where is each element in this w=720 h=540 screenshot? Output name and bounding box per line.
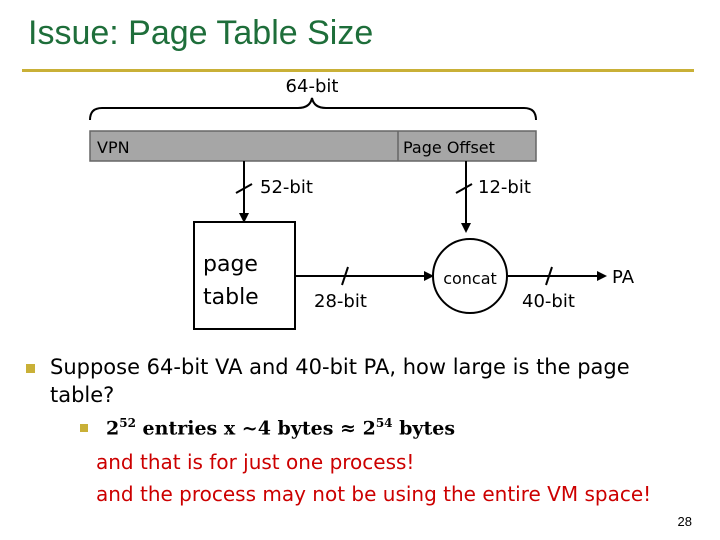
page-table-box: [193, 221, 296, 330]
offset-bus-tick: [455, 183, 473, 194]
page-table-label-line1: page: [203, 252, 258, 277]
vpn-label: VPN: [97, 138, 130, 157]
concat-circle: [432, 238, 508, 314]
page-number: 28: [677, 514, 692, 529]
pa-bus-tick: [545, 266, 553, 286]
note-one-process: and that is for just one process!: [96, 450, 415, 474]
page-table-label-line2: table: [203, 285, 259, 310]
curly-brace: [89, 97, 537, 121]
bullet-main: Suppose 64-bit VA and 40-bit PA, how lar…: [50, 355, 630, 407]
sub-end: bytes: [392, 417, 456, 440]
sub-exponent2: 54: [375, 416, 393, 430]
pa-label: PA: [612, 267, 635, 288]
page-offset-label: Page Offset: [403, 138, 495, 157]
va-register: [89, 130, 537, 162]
bullet-marker-main: [26, 364, 35, 373]
pa-bits-label: 40-bit: [522, 291, 575, 312]
ppn-bus-tick: [341, 266, 349, 286]
offset-bits-label: 12-bit: [478, 177, 531, 198]
sub-exponent1: 52: [119, 416, 136, 430]
sub-base1: 2: [106, 417, 120, 440]
total-width-label: 64-bit: [286, 76, 339, 97]
concat-label: concat: [443, 269, 497, 288]
ppn-bits-label: 28-bit: [314, 291, 367, 312]
slide-title: Issue: Page Table Size: [28, 14, 374, 52]
title-underline: [22, 69, 694, 72]
bullet-marker-sub: [80, 424, 88, 432]
note-vm-space: and the process may not be using the ent…: [96, 482, 652, 506]
bullet-sub: 252 entries x ~4 bytes ≈ 254 bytes: [106, 416, 455, 439]
sub-middle: entries x ~4 bytes ≈ 2: [135, 417, 376, 440]
vpn-bus-tick: [235, 183, 253, 194]
vpn-bits-label: 52-bit: [260, 177, 313, 198]
